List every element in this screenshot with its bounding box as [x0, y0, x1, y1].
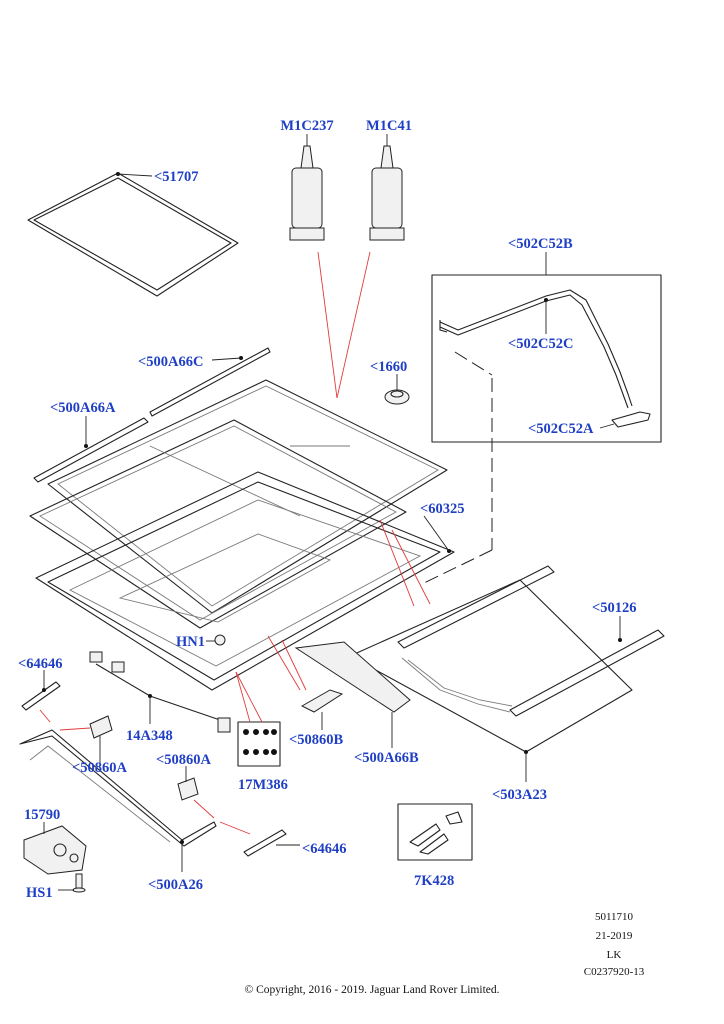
bracket-50860a-left[interactable] [89, 715, 113, 739]
grommet-1660[interactable] [384, 389, 410, 405]
callout-hs1[interactable]: HS1 [26, 885, 53, 901]
screw-set-17m386[interactable] [237, 721, 281, 767]
callout-500a66c[interactable]: <500A66C [138, 354, 203, 370]
frame-nut-hn1[interactable] [214, 634, 226, 646]
sunroof-motor-15790[interactable] [23, 825, 87, 875]
bracket-50860b[interactable] [300, 689, 344, 713]
callout-500a66a[interactable]: <500A66A [50, 400, 116, 416]
drain-hose-clip-502c52a[interactable] [611, 411, 651, 428]
trim-strip-500a66a[interactable] [33, 417, 149, 483]
callout-64646-left[interactable]: <64646 [18, 656, 63, 672]
guide-rail-50126[interactable] [397, 565, 665, 717]
diagram-reference-number: 5011710 [595, 911, 634, 923]
callout-500a26[interactable]: <500A26 [148, 877, 203, 893]
callout-64646-right[interactable]: <64646 [302, 841, 347, 857]
callout-50860b[interactable]: <50860B [289, 732, 344, 748]
sealant-tube-m1c41[interactable] [369, 134, 405, 241]
diagram-date: 21-2019 [596, 930, 633, 942]
callout-17m386[interactable]: 17M386 [238, 777, 288, 793]
seal-503a23[interactable] [349, 579, 633, 753]
sealant-tube-m1c237[interactable] [289, 134, 325, 241]
sunroof-frame[interactable] [35, 471, 455, 691]
glass-panel-assembly[interactable] [29, 379, 448, 629]
callout-502c52c[interactable]: <502C52C [508, 336, 573, 352]
clip-kit-7k428[interactable] [397, 803, 473, 861]
diagram-illustration-code: C0237920-13 [584, 966, 645, 978]
cable-guide-64646-left[interactable] [21, 681, 61, 711]
callout-m1c41[interactable]: M1C41 [366, 118, 412, 134]
callout-51707[interactable]: <51707 [154, 169, 199, 185]
callout-1660[interactable]: <1660 [370, 359, 407, 375]
callout-503a23[interactable]: <503A23 [492, 787, 547, 803]
drain-hose-502c52[interactable] [439, 289, 633, 409]
callout-15790[interactable]: 15790 [24, 807, 60, 823]
callout-502c52a[interactable]: <502C52A [528, 421, 594, 437]
sunroof-seal-51707[interactable] [27, 172, 239, 297]
callout-hn1[interactable]: HN1 [176, 634, 205, 650]
callout-502c52b[interactable]: <502C52B [508, 236, 573, 252]
deflector-500a66b[interactable] [294, 641, 411, 713]
callout-50126[interactable]: <50126 [592, 600, 637, 616]
diagram-model-code: LK [607, 949, 622, 961]
drain-hose-detail-box [431, 274, 662, 443]
trim-strip-500a66c[interactable] [149, 347, 271, 417]
callout-50860a-mid[interactable]: <50860A [156, 752, 212, 768]
wiring-harness-14a348[interactable] [89, 651, 231, 733]
callout-500a66b[interactable]: <500A66B [354, 750, 419, 766]
callout-60325[interactable]: <60325 [420, 501, 465, 517]
bracket-50860a-mid[interactable] [177, 777, 199, 801]
callout-14a348[interactable]: 14A348 [126, 728, 173, 744]
cable-guide-64646-right[interactable] [243, 829, 287, 857]
callout-m1c237[interactable]: M1C237 [280, 118, 333, 134]
motor-screw-hs1[interactable] [72, 873, 86, 893]
drive-cable-500a26[interactable] [19, 729, 217, 847]
callout-50860a-left[interactable]: <50860A [72, 760, 128, 776]
callout-7k428[interactable]: 7K428 [414, 873, 454, 889]
copyright-notice: © Copyright, 2016 - 2019. Jaguar Land Ro… [245, 984, 500, 996]
